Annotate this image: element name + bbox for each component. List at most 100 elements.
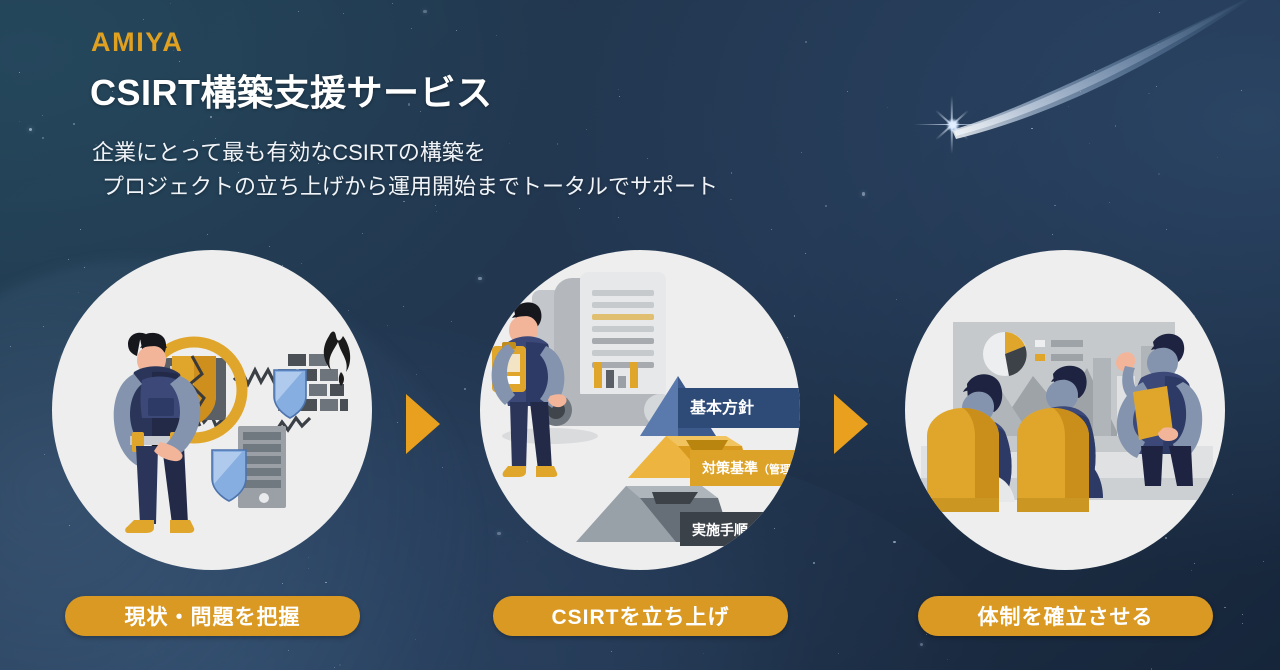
star-dot (403, 200, 405, 202)
star-dot (464, 388, 466, 390)
star-dot (1068, 106, 1069, 108)
star-dot (837, 653, 839, 655)
star-dot (19, 121, 20, 122)
star-dot (172, 50, 174, 51)
star-dot (339, 664, 341, 666)
star-dot (230, 90, 232, 92)
star-dot (214, 137, 217, 139)
star-dot (1089, 142, 1091, 144)
star-dot (804, 41, 808, 44)
star-dot (342, 12, 344, 14)
star-dot (1242, 614, 1243, 615)
page-title: CSIRT構築支援サービス (90, 72, 493, 113)
star-dot (478, 276, 482, 280)
star-dot (391, 155, 393, 157)
pyramid-tier-middle-label: 対策基準（管理規定） (701, 460, 800, 476)
star-dot (325, 581, 327, 583)
star-dot (893, 541, 896, 544)
star-dot (846, 90, 849, 93)
star-dot (393, 177, 394, 178)
star-dot (238, 171, 240, 173)
star-dot (730, 172, 732, 174)
star-dot (556, 143, 559, 145)
star-dot (84, 266, 85, 268)
star-dot (1165, 536, 1168, 539)
star-dot (67, 258, 70, 261)
star-dot (29, 127, 33, 131)
star-dot (396, 422, 399, 424)
star-dot (886, 106, 889, 109)
page-subtitle: 企業にとって最も有効なCSIRTの構築を プロジェクトの立ち上げから運用開始まで… (92, 136, 718, 204)
star-dot (42, 326, 45, 328)
policy-pyramid-illustration: 基本方針 対策基準（管理規定） (480, 250, 800, 570)
star-dot (618, 89, 619, 91)
star-dot (1216, 157, 1218, 158)
star-dot (10, 345, 12, 347)
star-dot (925, 634, 927, 636)
star-dot (946, 659, 948, 661)
star-dot (112, 91, 114, 93)
star-dot (169, 2, 171, 4)
star-dot (579, 207, 581, 209)
star-dot (423, 10, 427, 14)
star-dot (179, 61, 180, 63)
star-dot (80, 228, 81, 230)
star-dot (206, 233, 208, 235)
star-dot (919, 642, 923, 647)
star-dot (509, 143, 511, 145)
star-dot (73, 123, 75, 125)
star-dot (415, 373, 417, 375)
star-dot (1241, 90, 1243, 92)
star-dot (281, 264, 283, 266)
star-dot (787, 336, 788, 338)
star-dot (1093, 69, 1095, 71)
team-presentation-illustration (905, 250, 1225, 570)
star-dot (407, 103, 410, 106)
star-dot (1165, 229, 1167, 230)
star-dot (455, 30, 457, 31)
star-dot (104, 40, 106, 42)
star-dot (288, 650, 290, 652)
star-dot (282, 583, 284, 584)
star-dot (801, 151, 803, 153)
step-2-caption-pill[interactable]: CSIRTを立ち上げ (493, 596, 788, 636)
star-dot (495, 35, 497, 36)
star-dot (861, 192, 866, 196)
star-dot (703, 653, 705, 655)
star-dot (142, 19, 144, 20)
star-dot (813, 561, 816, 564)
star-dot (1158, 12, 1160, 14)
star-dot (298, 10, 300, 12)
star-dot (895, 298, 897, 300)
star-dot (347, 309, 349, 311)
star-dot (1114, 125, 1116, 127)
star-dot (210, 116, 212, 118)
star-dot (441, 467, 443, 469)
star-dot (730, 198, 732, 201)
star-dot (435, 211, 437, 213)
star-dot (268, 246, 271, 248)
subtitle-line-2: プロジェクトの立ち上げから運用開始までトータルでサポート (102, 174, 719, 199)
star-dot (42, 115, 43, 117)
security-assessment-illustration (52, 250, 372, 570)
star-dot (585, 128, 587, 130)
star-dot (1031, 127, 1033, 130)
step-3 (905, 250, 1225, 570)
star-dot (308, 568, 309, 570)
step-2-disc: 基本方針 対策基準（管理規定） (480, 250, 800, 570)
step-1-caption-pill[interactable]: 現状・問題を把握 (65, 596, 360, 636)
arrow-step1-to-step2-icon (406, 394, 440, 454)
pyramid-tier-bottom-label: 実施手順（マニュアル） (692, 522, 800, 538)
star-dot (618, 217, 620, 218)
star-dot (95, 144, 97, 146)
star-dot (793, 315, 796, 317)
star-dot (1231, 493, 1233, 496)
star-dot (610, 651, 612, 653)
star-dot (415, 638, 416, 640)
star-dot (450, 320, 452, 322)
step-3-caption-pill[interactable]: 体制を確立させる (918, 596, 1213, 636)
star-dot (387, 325, 388, 327)
star-dot (410, 28, 412, 30)
star-dot (1224, 606, 1226, 608)
